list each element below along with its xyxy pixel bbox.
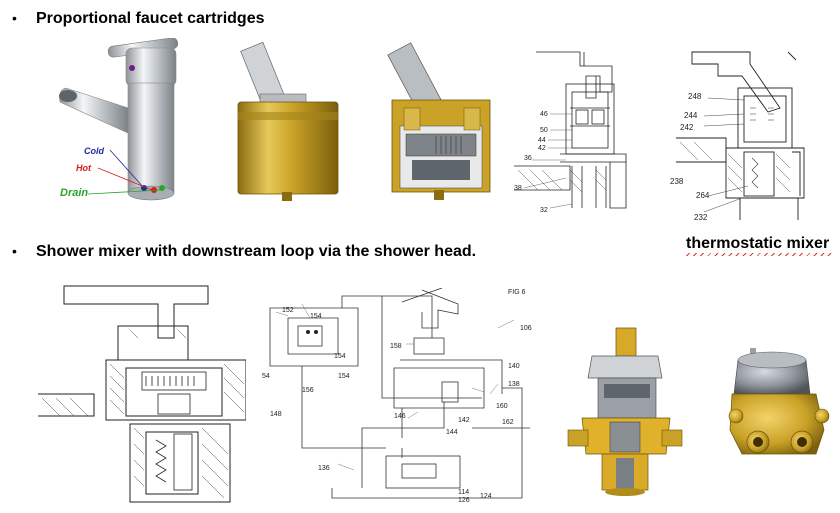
schematic-label-106: 106 [520,325,532,332]
hot-label: Hot [76,163,91,173]
schematic-label-156: 156 [302,387,314,394]
schematic-label-154b: 154 [334,353,346,360]
cartridge-cutaway-image [387,42,491,200]
spellcheck-underline [686,253,832,256]
schematic-label-142: 142 [458,417,470,424]
drawing-a-label-42: 42 [538,145,546,152]
schematic-label-136: 136 [318,465,330,472]
heading-shower-mixer: Shower mixer with downstream loop via th… [36,243,477,260]
schematic-label-140: 140 [508,363,520,370]
thermostatic-valve-body [728,348,830,455]
schematic-label-146: 146 [394,413,406,420]
schematic-label-138: 138 [508,381,520,388]
schematic-label-152: 152 [282,307,294,314]
drawing-b-label-248: 248 [688,92,702,101]
schematic-label-160: 160 [496,403,508,410]
schematic-label-124: 124 [480,493,492,500]
schematic-label-fig: FIG 6 [508,289,526,296]
faucet-image [59,38,179,201]
drawing-a-label-46: 46 [540,111,548,118]
drawing-b-label-244: 244 [684,111,698,120]
drain-label: Drain [60,187,89,199]
schematic-label-162: 162 [502,419,514,426]
drawing-a-label-50: 50 [540,127,548,134]
drawing-b-label-264: 264 [696,191,710,200]
bullet-marker-1: • [12,10,17,26]
schematic-label-148: 148 [270,411,282,418]
bullet-marker-2: • [12,243,17,259]
schematic-label-126: 126 [458,497,470,504]
schematic-label-114: 114 [458,489,469,496]
drawing-a-label-38: 38 [514,185,522,192]
shower-loop-schematic: FIG 6 152 154 154 54 154 156 148 158 106… [262,288,532,504]
schematic-label-54: 54 [262,373,270,380]
schematic-label-144: 144 [446,429,458,436]
drawing-b-label-238: 238 [670,177,684,186]
schematic-label-158: 158 [390,343,402,350]
drawing-a-label-32: 32 [540,207,548,214]
thermostatic-mixer-text: thermostatic mixer [686,235,830,252]
brass-cartridge-image [237,42,339,201]
schematic-label-154c: 154 [338,373,350,380]
drawing-b-label-232: 232 [694,213,708,222]
thermostatic-mixer-caption: thermostatic mixer [686,235,832,256]
shower-mixer-section-drawing [38,285,246,503]
cold-label: Cold [84,146,104,156]
drawing-a-label-44: 44 [538,137,546,144]
schematic-label-154a: 154 [310,313,322,320]
heading-proportional-faucet: Proportional faucet cartridges [36,10,265,27]
cartridge-drawing-b: 248 244 242 238 264 232 [670,51,805,222]
thermostatic-cartridge-cutaway [567,327,683,496]
cartridge-drawing-a: 46 50 44 42 36 38 32 [514,51,627,214]
drawing-b-label-242: 242 [680,123,694,132]
drawing-a-label-36: 36 [524,155,532,162]
